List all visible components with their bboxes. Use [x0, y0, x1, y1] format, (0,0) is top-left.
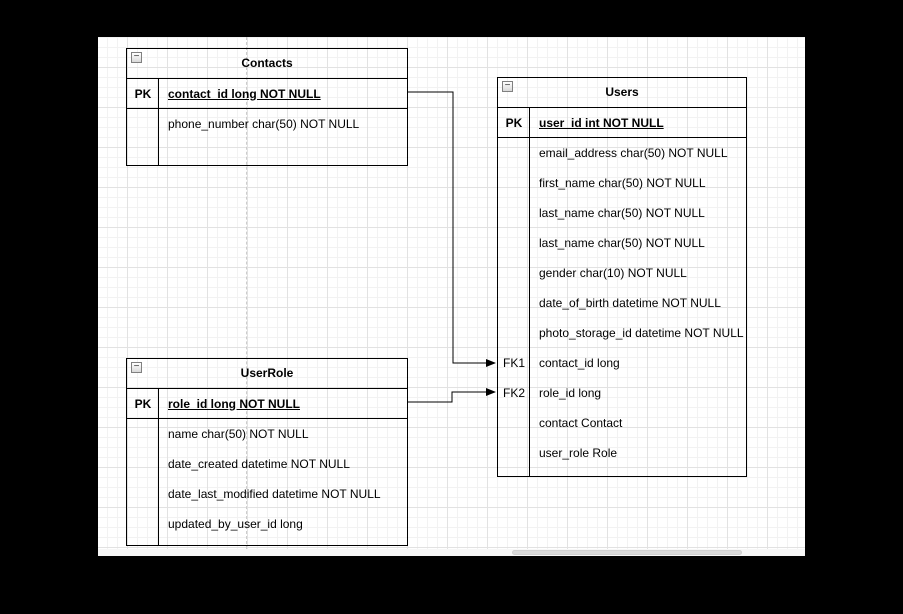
pk-field-text: user_id int NOT NULL	[539, 115, 664, 130]
entity-header: − Contacts	[127, 49, 407, 79]
row-key-label: FK1	[502, 356, 525, 370]
pk-field-text: contact_id long NOT NULL	[168, 86, 321, 101]
key-column-divider	[529, 108, 530, 476]
table-row[interactable]: user_role Role	[498, 438, 746, 468]
table-row[interactable]: last_name char(50) NOT NULL	[498, 198, 746, 228]
row-field-text: contact Contact	[539, 416, 623, 430]
row-field-text: user_role Role	[539, 446, 618, 460]
entity-title: UserRole	[240, 366, 294, 380]
key-column-divider	[158, 79, 159, 165]
entity-header: − Users	[498, 78, 746, 108]
collapse-minus-icon[interactable]: −	[131, 362, 142, 373]
primary-key-row[interactable]: PK role_id long NOT NULL	[127, 389, 407, 419]
table-row[interactable]: name char(50) NOT NULL	[127, 419, 407, 449]
pk-label: PK	[134, 86, 152, 101]
row-field-text: date_of_birth datetime NOT NULL	[539, 296, 721, 310]
row-field-text: name char(50) NOT NULL	[168, 427, 309, 441]
row-field-text: last_name char(50) NOT NULL	[539, 236, 705, 250]
pk-label: PK	[505, 115, 523, 130]
table-row[interactable]: last_name char(50) NOT NULL	[498, 228, 746, 258]
horizontal-scrollbar-track[interactable]	[98, 549, 805, 556]
row-field-text: first_name char(50) NOT NULL	[539, 176, 706, 190]
entity-title: Users	[605, 85, 639, 99]
relationship-connector[interactable]	[408, 388, 496, 403]
entity-rows: phone_number char(50) NOT NULL	[127, 109, 407, 139]
row-field-text: last_name char(50) NOT NULL	[539, 206, 705, 220]
row-field-text: phone_number char(50) NOT NULL	[168, 117, 360, 131]
collapse-minus-icon[interactable]: −	[131, 52, 142, 63]
table-row[interactable]: date_created datetime NOT NULL	[127, 449, 407, 479]
table-row[interactable]: FK1 contact_id long	[498, 348, 746, 378]
collapse-minus-icon[interactable]: −	[502, 81, 513, 92]
primary-key-row[interactable]: PK user_id int NOT NULL	[498, 108, 746, 138]
table-row[interactable]: phone_number char(50) NOT NULL	[127, 109, 407, 139]
pk-field-text: role_id long NOT NULL	[168, 396, 300, 411]
row-key-label: FK2	[502, 386, 525, 400]
table-row[interactable]: email_address char(50) NOT NULL	[498, 138, 746, 168]
diagram-canvas[interactable]: − Contacts PK contact_id long NOT NULL p…	[98, 37, 805, 556]
row-field-text: photo_storage_id datetime NOT NULL	[539, 326, 744, 340]
table-row[interactable]: updated_by_user_id long	[127, 509, 407, 539]
key-column-divider	[158, 389, 159, 545]
entity-rows: email_address char(50) NOT NULL first_nam…	[498, 138, 746, 468]
entity-rows: name char(50) NOT NULL date_created datet…	[127, 419, 407, 539]
entity-table-users[interactable]: − Users PK user_id int NOT NULL email_ad…	[497, 77, 747, 477]
primary-key-row[interactable]: PK contact_id long NOT NULL	[127, 79, 407, 109]
entity-title: Contacts	[241, 56, 293, 70]
row-field-text: role_id long	[539, 386, 602, 400]
row-field-text: date_last_modified datetime NOT NULL	[168, 487, 381, 501]
table-row[interactable]: contact Contact	[498, 408, 746, 438]
entity-header: − UserRole	[127, 359, 407, 389]
row-field-text: date_created datetime NOT NULL	[168, 457, 350, 471]
row-field-text: email_address char(50) NOT NULL	[539, 146, 728, 160]
connectors-layer	[408, 91, 496, 403]
page-boundary-dashed-line	[246, 37, 247, 549]
table-row[interactable]: FK2 role_id long	[498, 378, 746, 408]
table-row[interactable]: date_of_birth datetime NOT NULL	[498, 288, 746, 318]
row-field-text: contact_id long	[539, 356, 620, 370]
table-row[interactable]: photo_storage_id datetime NOT NULL	[498, 318, 746, 348]
pk-label: PK	[134, 396, 152, 411]
table-row[interactable]: gender char(10) NOT NULL	[498, 258, 746, 288]
entity-table-contacts[interactable]: − Contacts PK contact_id long NOT NULL p…	[126, 48, 408, 166]
horizontal-scrollbar-thumb[interactable]	[512, 550, 742, 555]
row-field-text: gender char(10) NOT NULL	[539, 266, 687, 280]
entity-table-userrole[interactable]: − UserRole PK role_id long NOT NULL name…	[126, 358, 408, 546]
table-row[interactable]: first_name char(50) NOT NULL	[498, 168, 746, 198]
table-row[interactable]: date_last_modified datetime NOT NULL	[127, 479, 407, 509]
relationship-connector[interactable]	[408, 91, 496, 367]
row-field-text: updated_by_user_id long	[168, 517, 303, 531]
